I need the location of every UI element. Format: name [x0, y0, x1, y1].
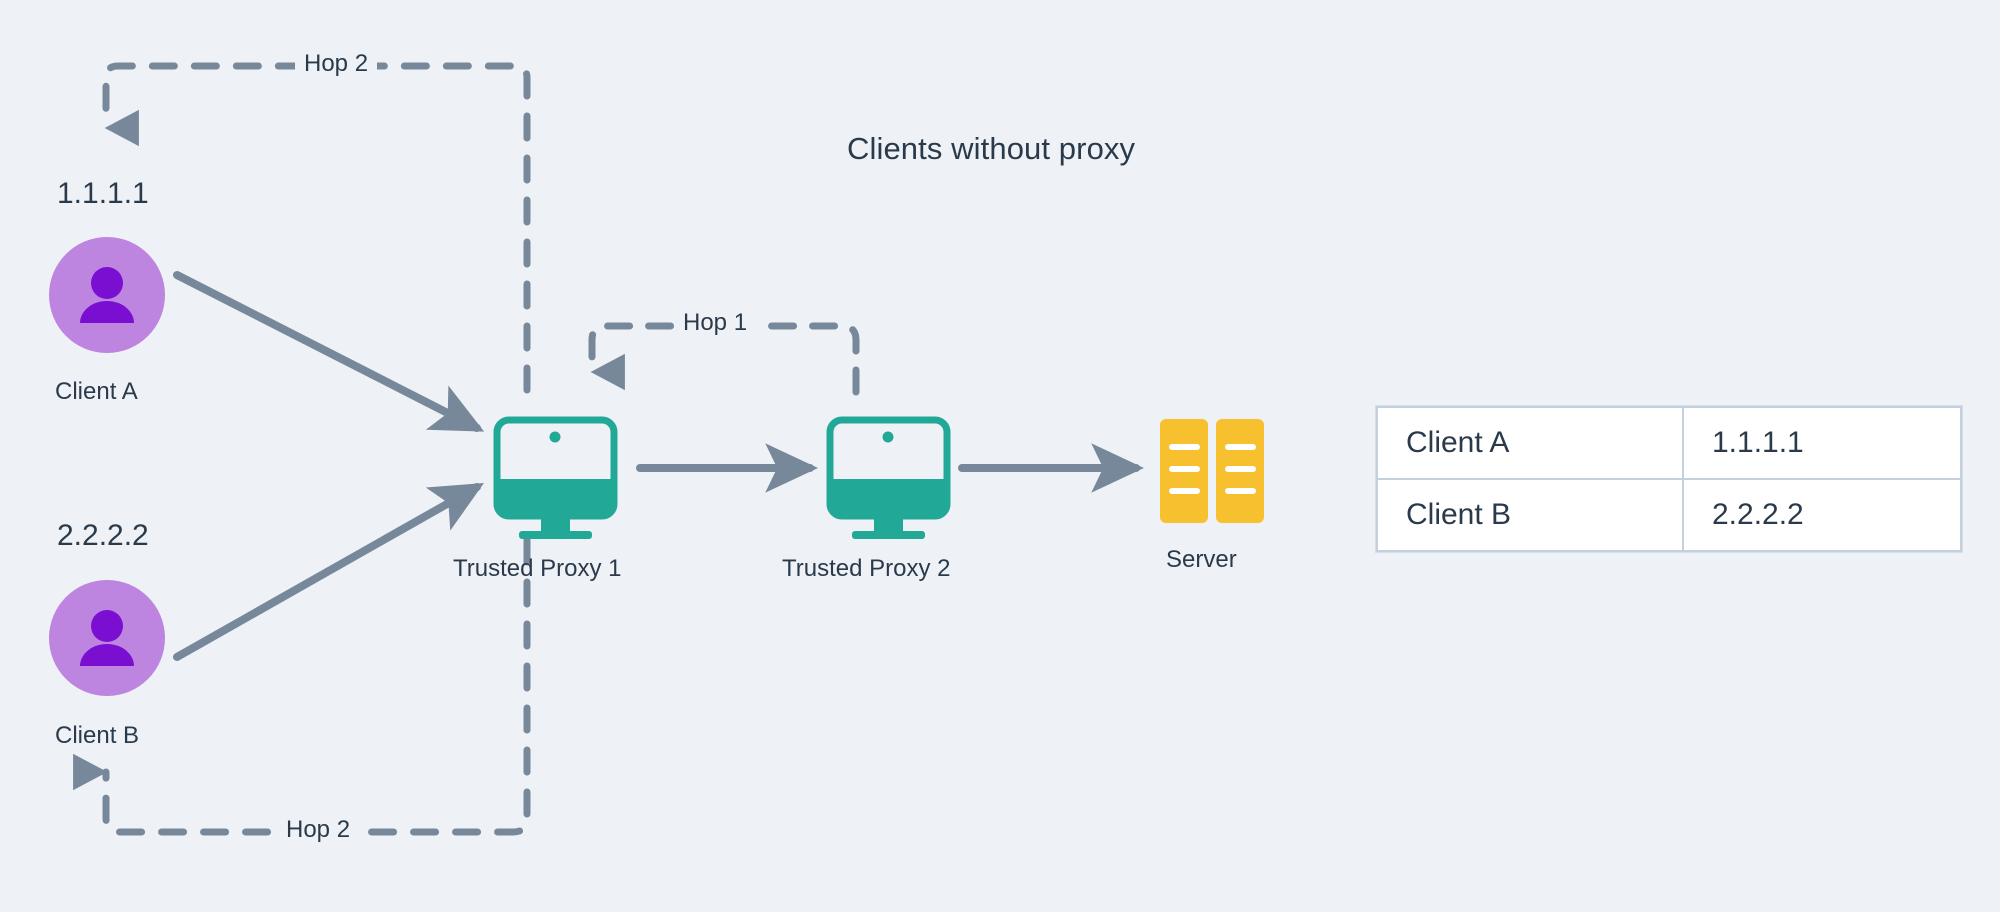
- client-b-label: Client B: [55, 722, 140, 749]
- hop2-top-path: [102, 62, 531, 394]
- monitor-icon-proxy2: [826, 416, 951, 539]
- hop2-top-label: Hop 2: [295, 50, 378, 78]
- proxy1-label: Trusted Proxy 1: [453, 555, 622, 582]
- monitor-icon-proxy1: [493, 416, 618, 539]
- table-row: Client A 1.1.1.1: [1377, 407, 1961, 479]
- table-cell-client-ip: 2.2.2.2: [1683, 479, 1961, 551]
- hop1-label: Hop 1: [674, 309, 757, 337]
- table-cell-client-ip: 1.1.1.1: [1683, 407, 1961, 479]
- server-icon: [1160, 419, 1264, 523]
- client-b-ip: 2.2.2.2: [57, 519, 149, 552]
- hop2-bottom-label: Hop 2: [277, 816, 360, 844]
- client-a-label: Client A: [55, 378, 138, 405]
- arrow-clientA-to-proxy1: [173, 271, 485, 432]
- proxy2-label: Trusted Proxy 2: [782, 555, 951, 582]
- hop1-path: [588, 322, 860, 396]
- server-label: Server: [1166, 546, 1237, 573]
- table-row: Client B 2.2.2.2: [1377, 479, 1961, 551]
- client-a-ip: 1.1.1.1: [57, 177, 149, 210]
- arrow-clientB-to-proxy1: [173, 483, 484, 661]
- page-title: Clients without proxy: [847, 131, 1136, 166]
- avatar-client-b: [49, 580, 165, 696]
- table-cell-client-name: Client A: [1377, 407, 1683, 479]
- avatar-client-a: [49, 237, 165, 353]
- client-ip-table: Client A 1.1.1.1 Client B 2.2.2.2: [1376, 406, 1962, 552]
- hop2-bottom-path: [73, 536, 531, 836]
- table-cell-client-name: Client B: [1377, 479, 1683, 551]
